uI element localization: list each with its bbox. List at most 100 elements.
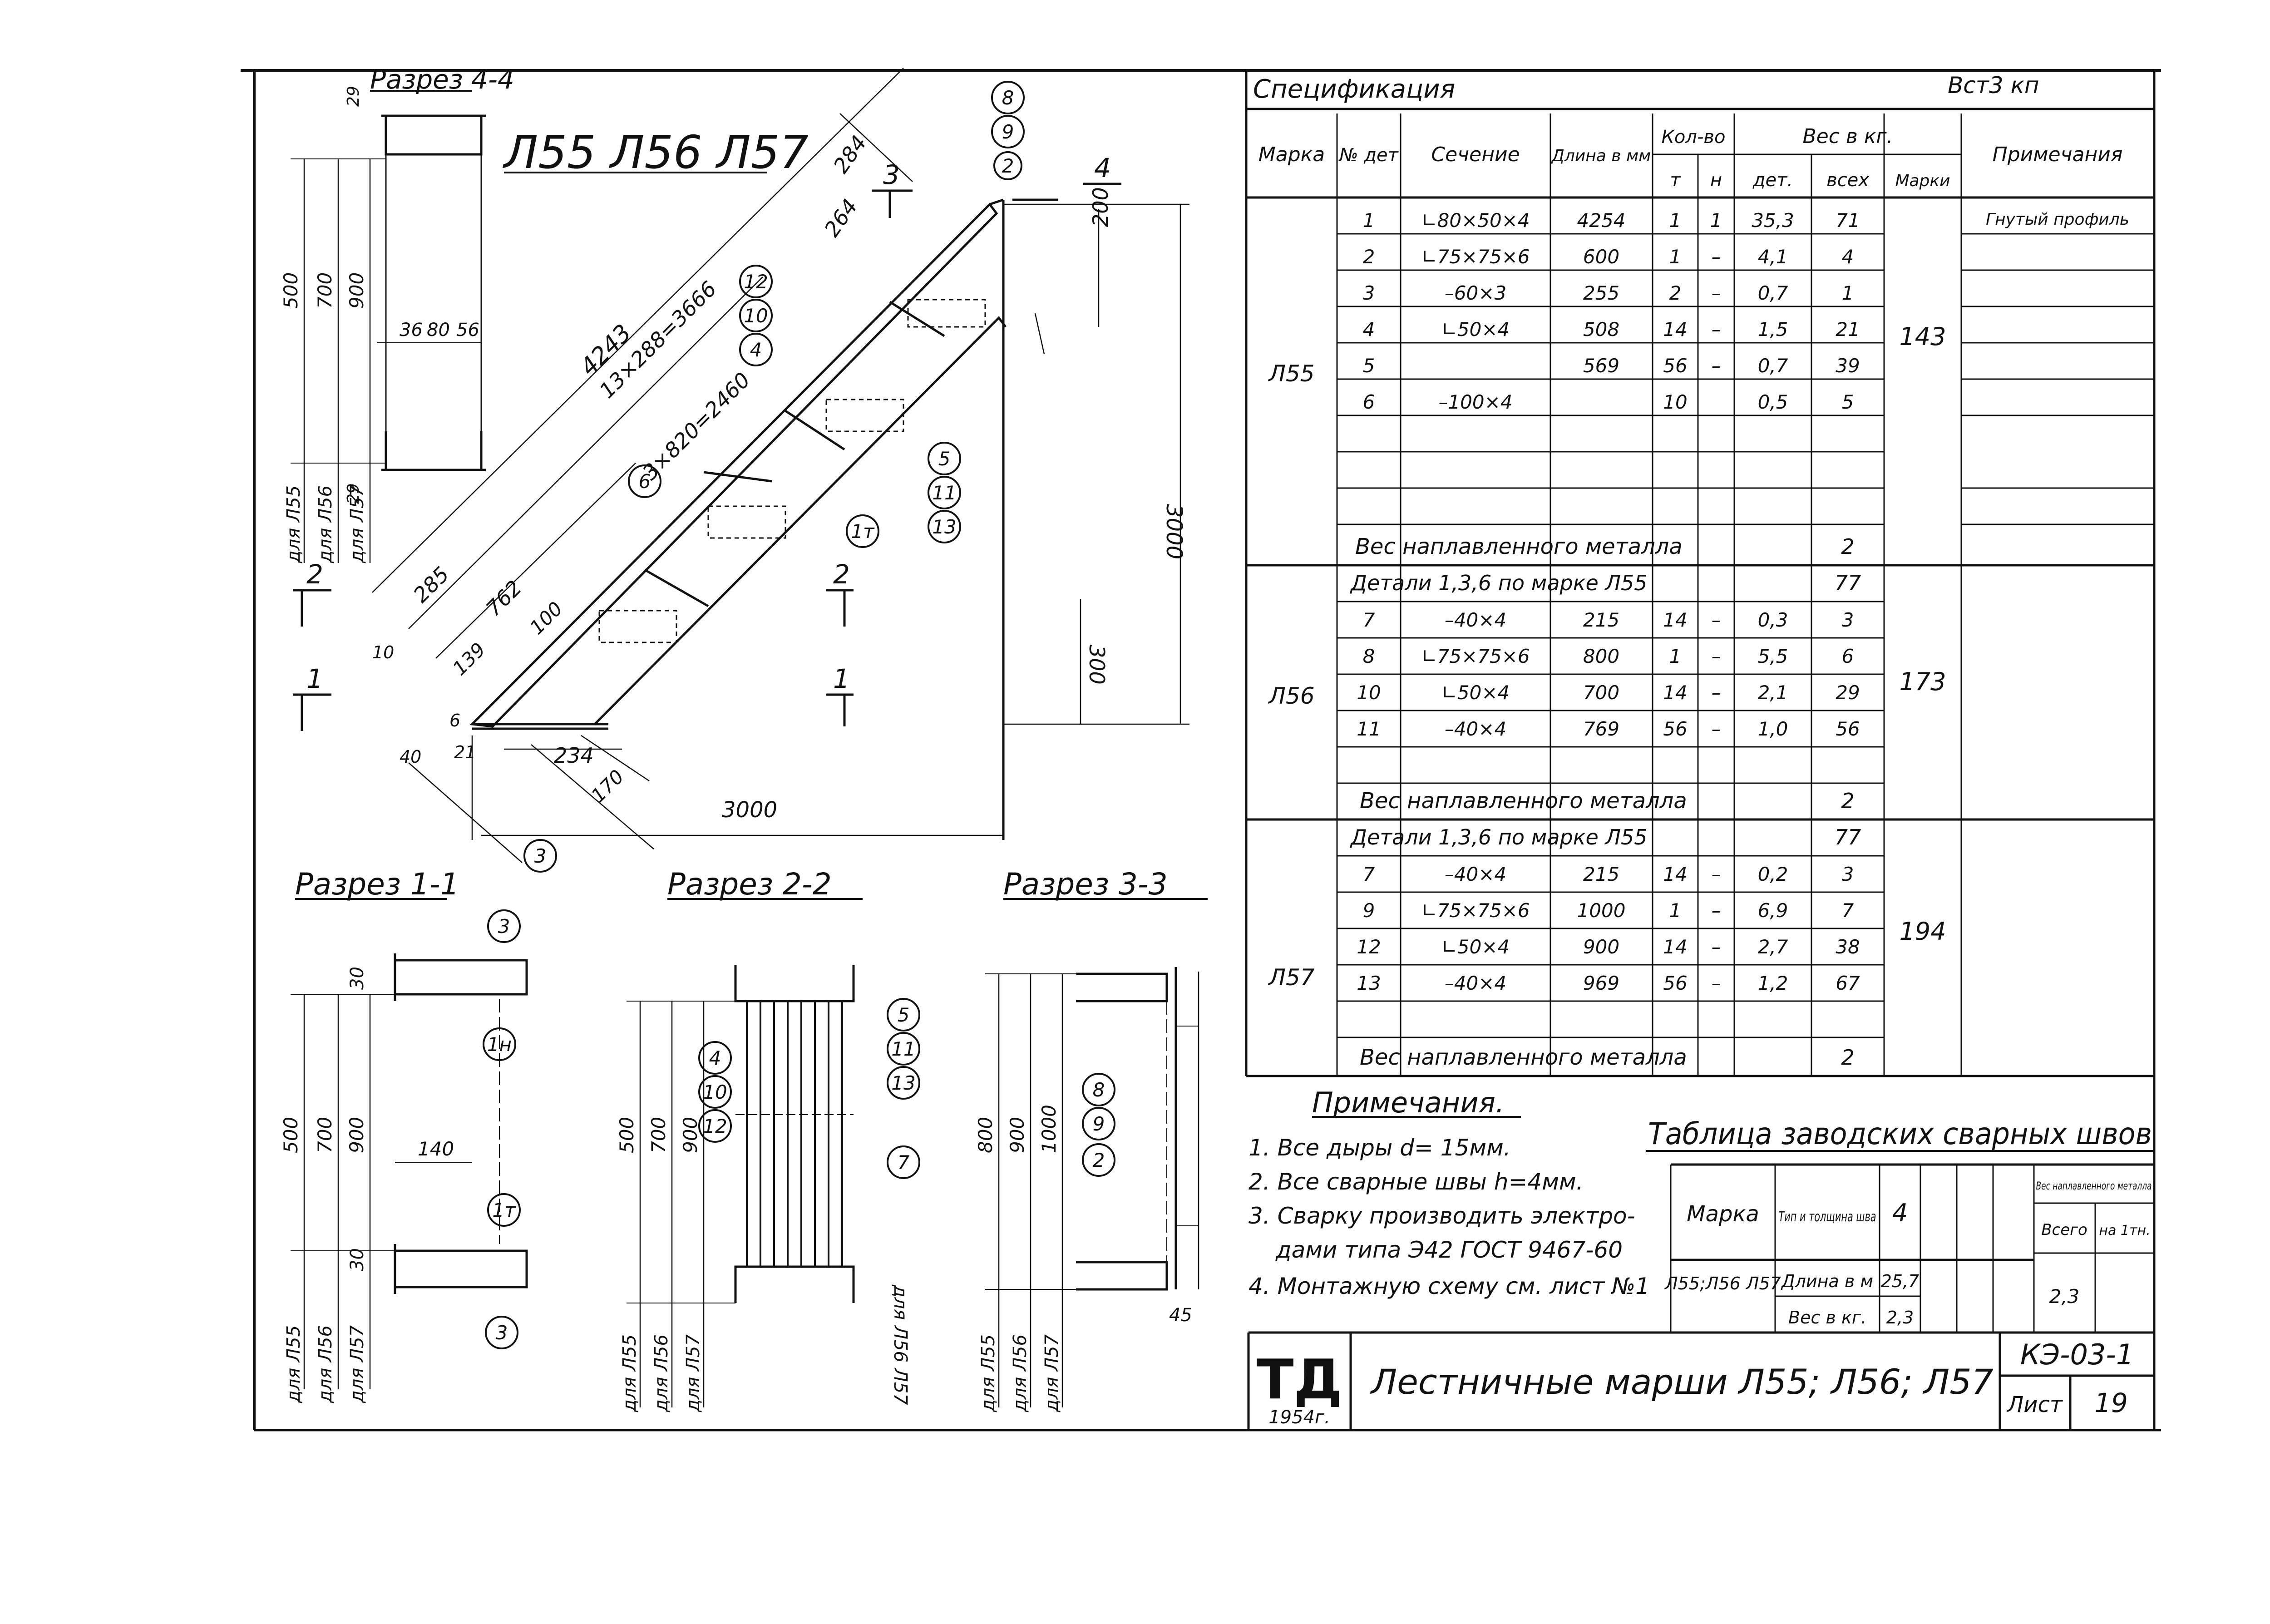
note-3-cont: дами типа Э42 ГОСТ 9467-60 (1275, 1237, 1623, 1263)
l56-r4-t: 56 (1663, 718, 1687, 740)
dim-30-b: 30 (347, 1248, 368, 1271)
weld-table-title: Таблица заводских сварных швов (1648, 1116, 2152, 1151)
callout-5-b: 5 (898, 1004, 910, 1026)
stair-treads (598, 299, 986, 643)
dim-284: 284 (829, 131, 872, 178)
spec-grid (1246, 108, 2154, 1077)
cut-1-right: 1 (833, 663, 850, 694)
l55-r5-det: 5 (1363, 355, 1375, 377)
dim-900-c: 900 (679, 1117, 701, 1153)
dim-900-b: 900 (345, 1117, 368, 1153)
dim-6: 6 (449, 711, 460, 731)
title-block: ТД 1954г. Лестничные марши Л55; Л56; Л57… (1257, 1338, 2134, 1428)
label-for-l57-a: для Л57 (347, 485, 368, 563)
mark-weight-l57: 194 (1899, 917, 1946, 946)
l55-weld-value: 2 (1841, 534, 1854, 559)
weld-col-4: 4 (1892, 1199, 1908, 1227)
callout-1t-b: 1т (492, 1199, 516, 1221)
sheet-number: 19 (2094, 1387, 2128, 1418)
dim-3000-vertical: 3000 (1161, 504, 1187, 559)
label-for-l55-a: для Л55 (283, 485, 304, 563)
cut-1-left: 1 (306, 663, 323, 694)
l57-r2-det: 9 (1363, 899, 1375, 922)
cut-3: 3 (883, 159, 900, 190)
l57-r3-wdet: 2,7 (1758, 936, 1788, 958)
header-length: Длина в мм (1551, 147, 1651, 165)
callout-13-b: 13 (891, 1072, 915, 1094)
l57-r2-section: ∟75×75×6 (1421, 899, 1530, 922)
l55-r4-length: 508 (1583, 318, 1619, 341)
mark-weight-l55: 143 (1899, 322, 1946, 351)
drawing-title: Лестничные марши Л55; Л56; Л57 (1370, 1362, 1994, 1402)
dim-80: 80 (427, 320, 450, 341)
l55-r1-n: 1 (1710, 209, 1722, 232)
header-section: Сечение (1431, 143, 1520, 166)
callout-9-a: 9 (1002, 121, 1014, 143)
l56-r3-n: – (1712, 681, 1721, 704)
title-year: 1954г. (1268, 1407, 1330, 1428)
dim-700-b: 700 (314, 1117, 336, 1153)
label-for-l56-l57: для Л56 Л57 (890, 1284, 911, 1405)
cut-2-right: 2 (833, 559, 850, 590)
callout-2-a: 2 (1002, 155, 1014, 177)
l55-r1-length: 4254 (1577, 209, 1626, 232)
l55-r1-wdet: 35,3 (1752, 209, 1794, 232)
callout-12-b: 12 (703, 1115, 727, 1137)
l55-r4-wdet: 1,5 (1758, 318, 1788, 341)
l55-r2-t: 1 (1669, 246, 1682, 268)
weld-total-value: 2,3 (2049, 1285, 2080, 1308)
dim-900-d: 900 (1006, 1117, 1028, 1153)
dim-500-a: 500 (280, 272, 302, 309)
l55-r6-t: 10 (1663, 391, 1687, 413)
l56-r4-section: –40×4 (1445, 718, 1506, 740)
callout-3-c: 3 (496, 1322, 508, 1344)
l56-r2-wall: 6 (1842, 645, 1854, 667)
mark-weight-l56: 173 (1899, 667, 1946, 696)
dim-40: 40 (400, 747, 421, 767)
section-4-4-title: Разрез 4-4 (370, 64, 514, 95)
l56-details-value: 77 (1835, 571, 1861, 595)
l55-r3-t: 2 (1669, 282, 1682, 304)
callout-12-a: 12 (744, 271, 768, 293)
l55-r2-section: ∟75×75×6 (1421, 246, 1530, 268)
l57-r2-n: – (1712, 899, 1721, 922)
l57-details-value: 77 (1835, 825, 1861, 849)
l55-r6-det: 6 (1363, 391, 1375, 413)
l57-r1-t: 14 (1663, 863, 1687, 885)
l56-r4-n: – (1712, 718, 1721, 740)
dim-56: 56 (456, 320, 479, 341)
dim-1000: 1000 (1038, 1105, 1060, 1153)
label-for-l56-c: для Л56 (651, 1334, 672, 1412)
dim-30-a: 30 (347, 967, 368, 990)
l57-weld-value: 2 (1841, 1045, 1854, 1070)
dim-36: 36 (400, 320, 423, 341)
callout-3-a: 3 (534, 845, 547, 867)
notes-block: Примечания. 1. Все дыры d= 15мм. 2. Все … (1248, 1086, 1650, 1299)
l55-r3-length: 255 (1583, 282, 1619, 304)
l55-r3-section: –60×3 (1445, 282, 1506, 304)
stair-elevation (469, 198, 1058, 840)
l56-r2-section: ∟75×75×6 (1421, 645, 1530, 667)
section-1-1-title: Разрез 1-1 (295, 867, 459, 902)
section-2-2-title: Разрез 2-2 (667, 867, 832, 902)
l57-r4-wdet: 1,2 (1758, 972, 1788, 994)
l57-r1-wdet: 0,2 (1758, 863, 1788, 885)
dim-285: 285 (409, 562, 454, 607)
l56-r3-wall: 29 (1836, 681, 1860, 704)
dim-29-top: 29 (344, 86, 363, 107)
l56-r4-wdet: 1,0 (1758, 718, 1788, 740)
dim-700-a: 700 (314, 272, 336, 309)
note-3: 3. Сварку производить электро- (1248, 1203, 1635, 1229)
l55-r2-det: 2 (1363, 246, 1375, 268)
weld-weight-label: Вес в кг. (1788, 1308, 1866, 1328)
dim-234: 234 (554, 743, 594, 768)
l55-r5-wdet: 0,7 (1758, 355, 1788, 377)
l55-r1-t: 1 (1669, 209, 1682, 232)
l56-r4-wall: 56 (1836, 718, 1860, 740)
dim-3000-horizontal: 3000 (722, 797, 777, 823)
l56-r2-wdet: 5,5 (1758, 645, 1788, 667)
header-det-no: № дет (1338, 145, 1399, 166)
header-mark: Марка (1258, 143, 1325, 166)
l56-r3-t: 14 (1663, 681, 1687, 704)
callout-10-a: 10 (744, 305, 768, 327)
